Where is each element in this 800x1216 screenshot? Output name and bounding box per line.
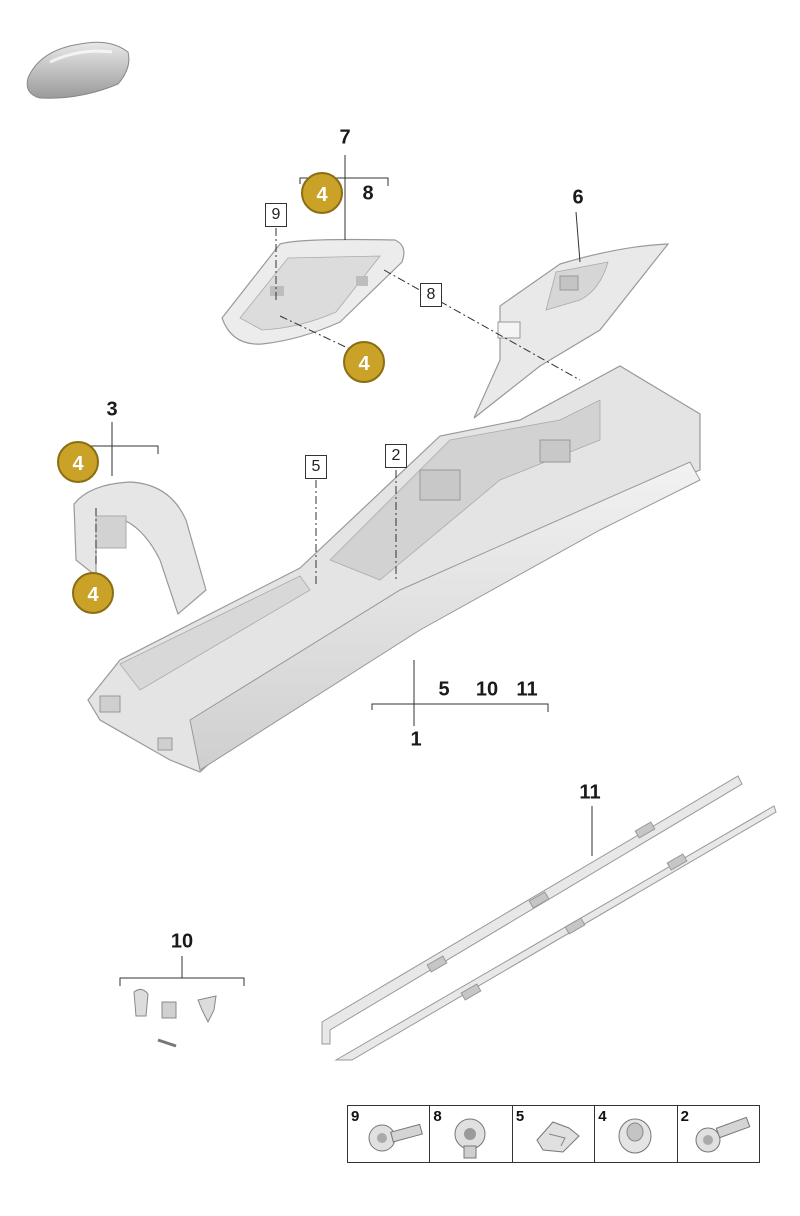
legend-number: 5 <box>515 1108 525 1125</box>
boxed-ref-2: 2 <box>385 444 407 468</box>
spring-clip-icon <box>536 1121 580 1153</box>
callout-6: 6 <box>572 186 584 209</box>
callout-1: 1 <box>410 728 422 751</box>
callout-10-clips: 10 <box>170 930 194 953</box>
boxed-ref-9: 9 <box>265 203 287 227</box>
part-7-cover <box>221 238 405 345</box>
callout-5: 5 <box>438 678 450 701</box>
grommet-icon <box>618 1118 652 1154</box>
legend-cell-9: 9 <box>348 1106 431 1162</box>
callout-7: 7 <box>339 126 351 149</box>
part-6-trim <box>473 243 670 419</box>
boxed-ref-5: 5 <box>305 455 327 479</box>
legend-cell-5: 5 <box>513 1106 596 1162</box>
washer-bolt-icon <box>695 1116 751 1153</box>
badge-4: 4 <box>343 341 385 383</box>
callout-11-strips: 11 <box>579 781 601 804</box>
fastener-legend: 9 8 5 4 2 <box>347 1105 760 1163</box>
dash-dot-lines <box>95 228 581 586</box>
legend-number: 4 <box>598 1108 607 1125</box>
legend-number: 2 <box>680 1108 689 1125</box>
callout-3: 3 <box>106 398 118 421</box>
part-11-strips <box>321 775 777 1061</box>
part-1-center-console <box>87 365 701 773</box>
badge-4: 4 <box>301 172 343 214</box>
rivet-icon <box>454 1118 486 1159</box>
legend-number: 8 <box>433 1108 442 1125</box>
callout-11: 11 <box>516 678 538 701</box>
callout-10: 10 <box>475 678 499 701</box>
legend-cell-8: 8 <box>430 1106 513 1162</box>
callout-8: 8 <box>362 182 374 205</box>
badge-4: 4 <box>57 441 99 483</box>
legend-cell-4: 4 <box>595 1106 678 1162</box>
part-10-clips <box>133 988 217 1048</box>
part-3-end-cap <box>73 481 207 616</box>
boxed-ref-8: 8 <box>420 283 442 307</box>
badge-4: 4 <box>72 572 114 614</box>
legend-cell-2: 2 <box>678 1106 759 1162</box>
legend-number: 9 <box>351 1108 360 1125</box>
car-silhouette-icon <box>26 41 130 99</box>
torx-bolt-icon <box>368 1123 423 1152</box>
